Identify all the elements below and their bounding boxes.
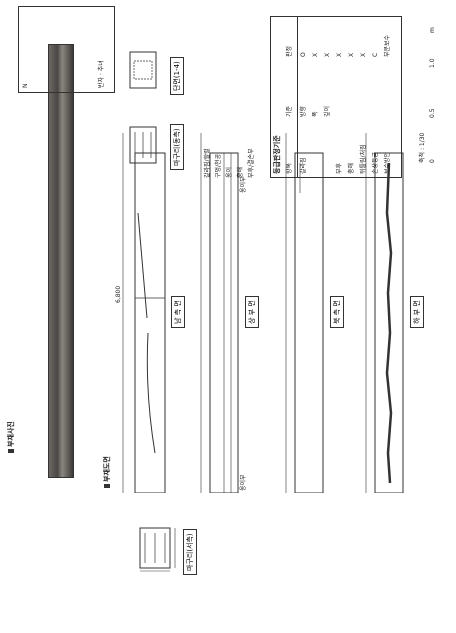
view-top: 6,800 남 측 면 <box>115 133 195 494</box>
side-tag-right: 옹이부 <box>240 176 247 193</box>
table-header-0: 항목 <box>286 162 293 174</box>
table-header-1: 기준 <box>286 105 293 117</box>
side-tag-left: 옹이부 <box>240 474 247 491</box>
table-header-2: 판정 <box>286 45 293 57</box>
table-row-7-c0: 보수방안 <box>384 151 391 174</box>
scale-1: 0.5 <box>429 108 436 118</box>
grade-table-title: 등급판정기준 <box>273 135 281 174</box>
north-arrow-label: N <box>22 83 29 89</box>
grade-table: 등급판정기준 항목 기준 판정 갈라짐 방향 O 폭 X 깊이 X 부후 X 충… <box>270 16 402 178</box>
plan-key: N 반자 · 추녀 <box>18 6 115 93</box>
view-north: 북 측 면 <box>280 133 360 494</box>
scale-0: 0 <box>429 159 436 163</box>
table-row-3-c2: X <box>336 52 343 57</box>
table-row-5-c0: 뒤틀림/처짐 <box>360 144 367 174</box>
table-row-4-c0: 충해 <box>348 162 355 174</box>
table-row-0-c1: 방향 <box>300 105 307 117</box>
top-length: 6,800 <box>115 285 122 303</box>
view-bottom-label: 하 부 면 <box>410 296 424 328</box>
table-row-4-c2: X <box>348 52 355 57</box>
table-row-5-c2: X <box>360 52 367 57</box>
view-north-label: 북 측 면 <box>330 296 344 328</box>
view-top-drawing <box>122 133 166 494</box>
table-row-2-c2: X <box>324 52 331 57</box>
scale-note: 축척 : 1/30 <box>419 132 426 163</box>
scale-bar: 0 0.5 1.0 m 축척 : 1/30 <box>419 13 446 163</box>
view-top-label: 남 측 면 <box>171 296 185 328</box>
drawing-section-title: 부재도면 <box>103 456 111 488</box>
legend-item-2: 옹이 <box>226 166 233 178</box>
section-west-drawing <box>139 527 176 572</box>
photo-section-title: 부재사진 <box>7 421 15 453</box>
section-west: 마구리(서측) <box>125 503 235 593</box>
section-east-drawing <box>129 126 157 164</box>
table-row-0-c2: O <box>300 52 307 57</box>
scale-unit: m <box>429 27 436 33</box>
section-east: 마구리(동측) <box>120 108 200 178</box>
section-west-label: 마구리(서측) <box>183 529 197 575</box>
legend-item-0: 갈라짐/할렬 <box>204 148 211 178</box>
legend-item-4: 부후/결손부 <box>248 148 255 178</box>
view-bottom: 하 부 면 <box>360 133 440 494</box>
table-row-0-c0: 갈라짐 <box>300 157 307 174</box>
table-row-6-c0: 손상등급 <box>372 151 379 174</box>
view-side: 옹이부 옹이부 상 부 면 <box>195 133 275 494</box>
section-center: 단면(1-4) <box>120 33 200 103</box>
table-row-1-c1: 폭 <box>312 111 319 117</box>
legend: 갈라짐/할렬 구멍/천공 옹이 충해 부후/결손부 <box>204 18 265 178</box>
table-row-7-c2: 부분보수 <box>384 34 391 57</box>
legend-item-3: 충해 <box>237 166 244 178</box>
view-side-label: 상 부 면 <box>245 296 259 328</box>
scale-2: 1.0 <box>429 58 436 68</box>
section-center-label: 단면(1-4) <box>170 57 184 95</box>
table-row-1-c2: X <box>312 52 319 57</box>
table-row-2-c1: 깊이 <box>324 105 331 117</box>
section-center-drawing <box>129 51 157 89</box>
table-row-6-c2: C <box>372 52 379 57</box>
section-east-label: 마구리(동측) <box>170 124 184 170</box>
member-photo <box>48 44 74 478</box>
table-row-3-c0: 부후 <box>336 162 343 174</box>
legend-item-1: 구멍/천공 <box>215 153 222 178</box>
member-label: 반자 · 추녀 <box>98 60 105 88</box>
